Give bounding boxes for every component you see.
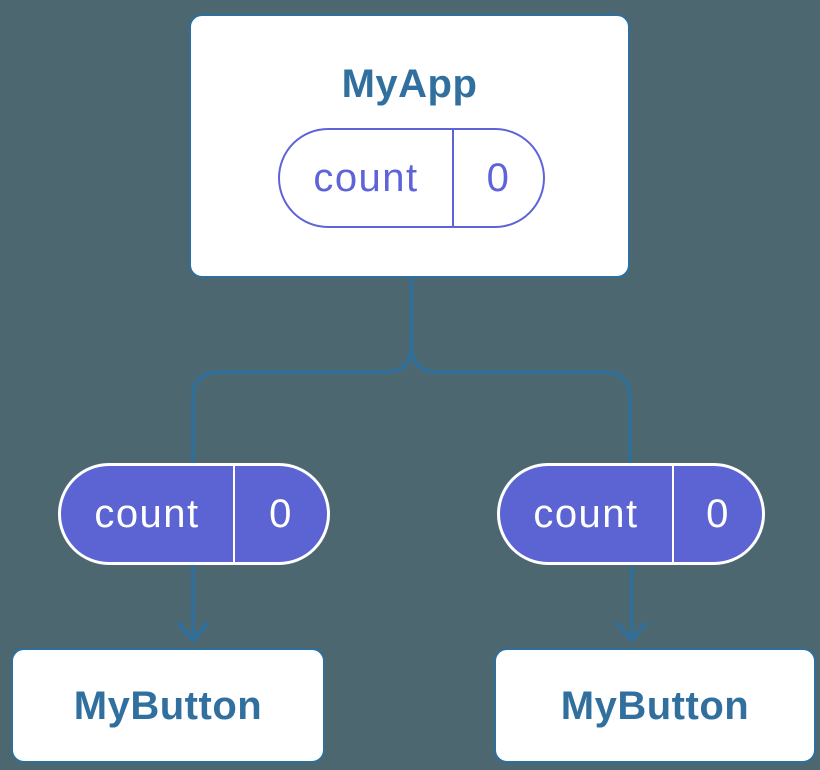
state-pill-value: 0 bbox=[486, 155, 511, 200]
prop-pill-left: count 0 bbox=[58, 463, 330, 565]
state-pill-name: count bbox=[280, 130, 454, 226]
arrow-right-head-icon bbox=[615, 622, 648, 642]
node-mybutton-right-label: MyButton bbox=[560, 683, 750, 728]
prop-pill-left-value: 0 bbox=[269, 491, 293, 536]
prop-pill-right: count 0 bbox=[497, 463, 765, 565]
fork-left-branch-line bbox=[191, 343, 414, 464]
arrow-left-head-icon bbox=[177, 622, 209, 642]
node-myapp-label: MyApp bbox=[341, 62, 478, 106]
prop-pill-right-name: count bbox=[500, 466, 674, 562]
node-myapp-card: MyApp count 0 bbox=[189, 14, 630, 278]
fork-right-branch-line bbox=[409, 343, 632, 464]
prop-pill-right-value: 0 bbox=[706, 491, 730, 536]
prop-pill-left-name: count bbox=[61, 466, 235, 562]
node-mybutton-right-card: MyButton bbox=[494, 648, 816, 763]
state-pill-myapp: count 0 bbox=[278, 128, 545, 228]
node-mybutton-left-card: MyButton bbox=[11, 648, 325, 763]
node-mybutton-left-label: MyButton bbox=[73, 683, 263, 728]
